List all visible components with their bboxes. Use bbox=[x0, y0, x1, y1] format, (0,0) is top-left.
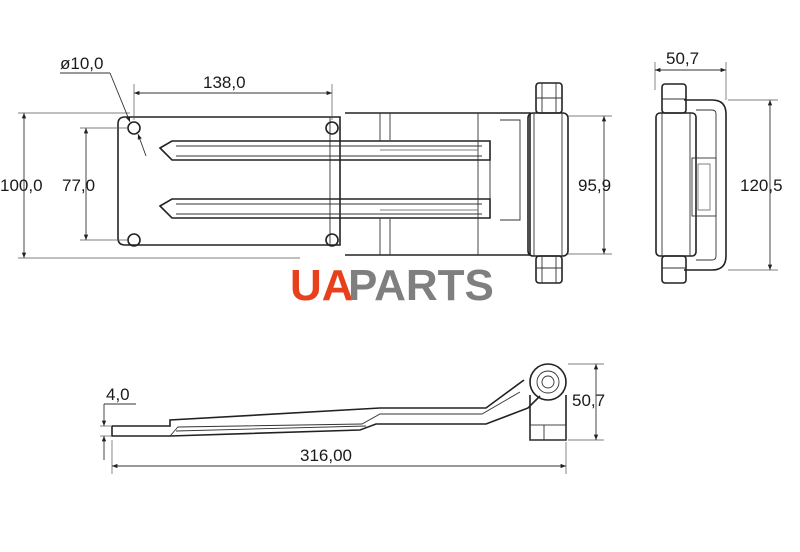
side-height-label: 120,5 bbox=[740, 176, 783, 195]
front-view-dimensions bbox=[18, 72, 612, 259]
side-width-label: 50,7 bbox=[666, 49, 699, 68]
profile-view bbox=[111, 363, 567, 441]
side-view bbox=[655, 83, 727, 284]
knuckle-height-label: 95,9 bbox=[578, 176, 611, 195]
side-offset-label: 50,7 bbox=[572, 391, 605, 410]
hole-spacing-label: 138,0 bbox=[203, 73, 246, 92]
overall-height-label: 100,0 bbox=[0, 176, 43, 195]
hole-vertical-spacing-label: 77,0 bbox=[62, 176, 95, 195]
brand-logo-parts: PARTS bbox=[348, 261, 494, 310]
front-view bbox=[117, 82, 569, 284]
profile-view-dimensions bbox=[100, 363, 604, 474]
overall-length-label: 316,00 bbox=[300, 446, 352, 465]
brand-logo-ua: UA bbox=[290, 261, 354, 310]
side-view-dimensions bbox=[654, 62, 778, 271]
hole-diameter-label: ø10,0 bbox=[60, 54, 103, 73]
brand-logo: UA PARTS bbox=[290, 261, 494, 310]
thickness-label: 4,0 bbox=[106, 385, 130, 404]
